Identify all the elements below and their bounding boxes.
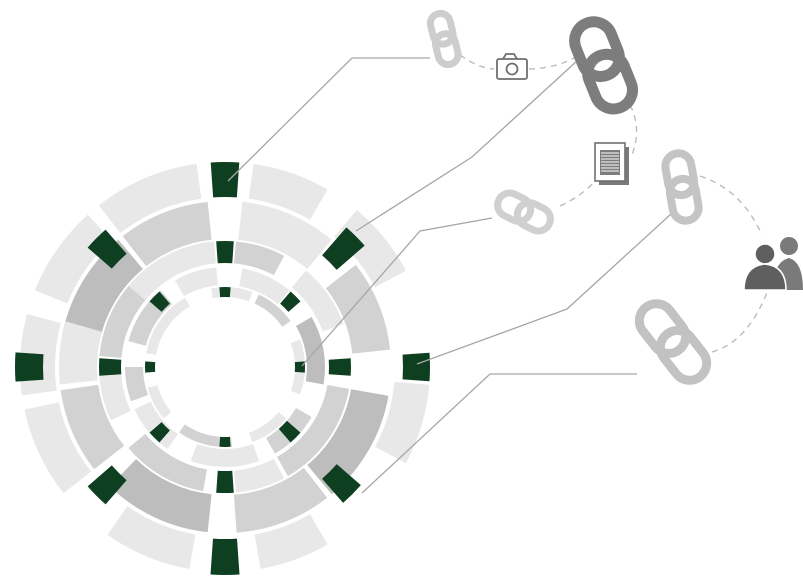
dashed-path [460,55,494,69]
document-icon [595,143,629,185]
hub-tick [329,358,351,376]
chain-link-icon [428,11,460,66]
users-icon [744,237,803,290]
dashed-path [560,180,596,206]
hub-tick [99,358,121,376]
chain-link-icon [633,297,714,387]
dashed-path [630,105,637,155]
hub-tick [219,287,230,297]
dashed-paths [460,55,768,352]
hub-tick [295,361,305,372]
chain-link-icon [569,16,638,115]
connector-line [417,214,671,364]
camera-icon [497,54,527,79]
hub-tick [210,539,239,575]
chain-link-icon [663,151,700,222]
connector-line [228,58,430,181]
hub-segment [59,321,102,384]
dashed-path [529,58,574,69]
hub-tick [216,471,234,493]
hub-segment [375,382,429,463]
hub-tick [219,437,230,447]
hub-segment [125,367,148,401]
dashed-path [712,290,768,352]
dashed-path [700,176,762,235]
hub-segment [211,287,252,301]
hub-segment [191,444,259,467]
hub-tick [216,241,234,263]
hub-tick [15,352,43,381]
hub-tick [145,361,155,372]
hub-tick [211,162,240,197]
hub-tick [88,465,127,504]
hub-tick [403,353,430,382]
chain-link-icon [494,189,555,235]
